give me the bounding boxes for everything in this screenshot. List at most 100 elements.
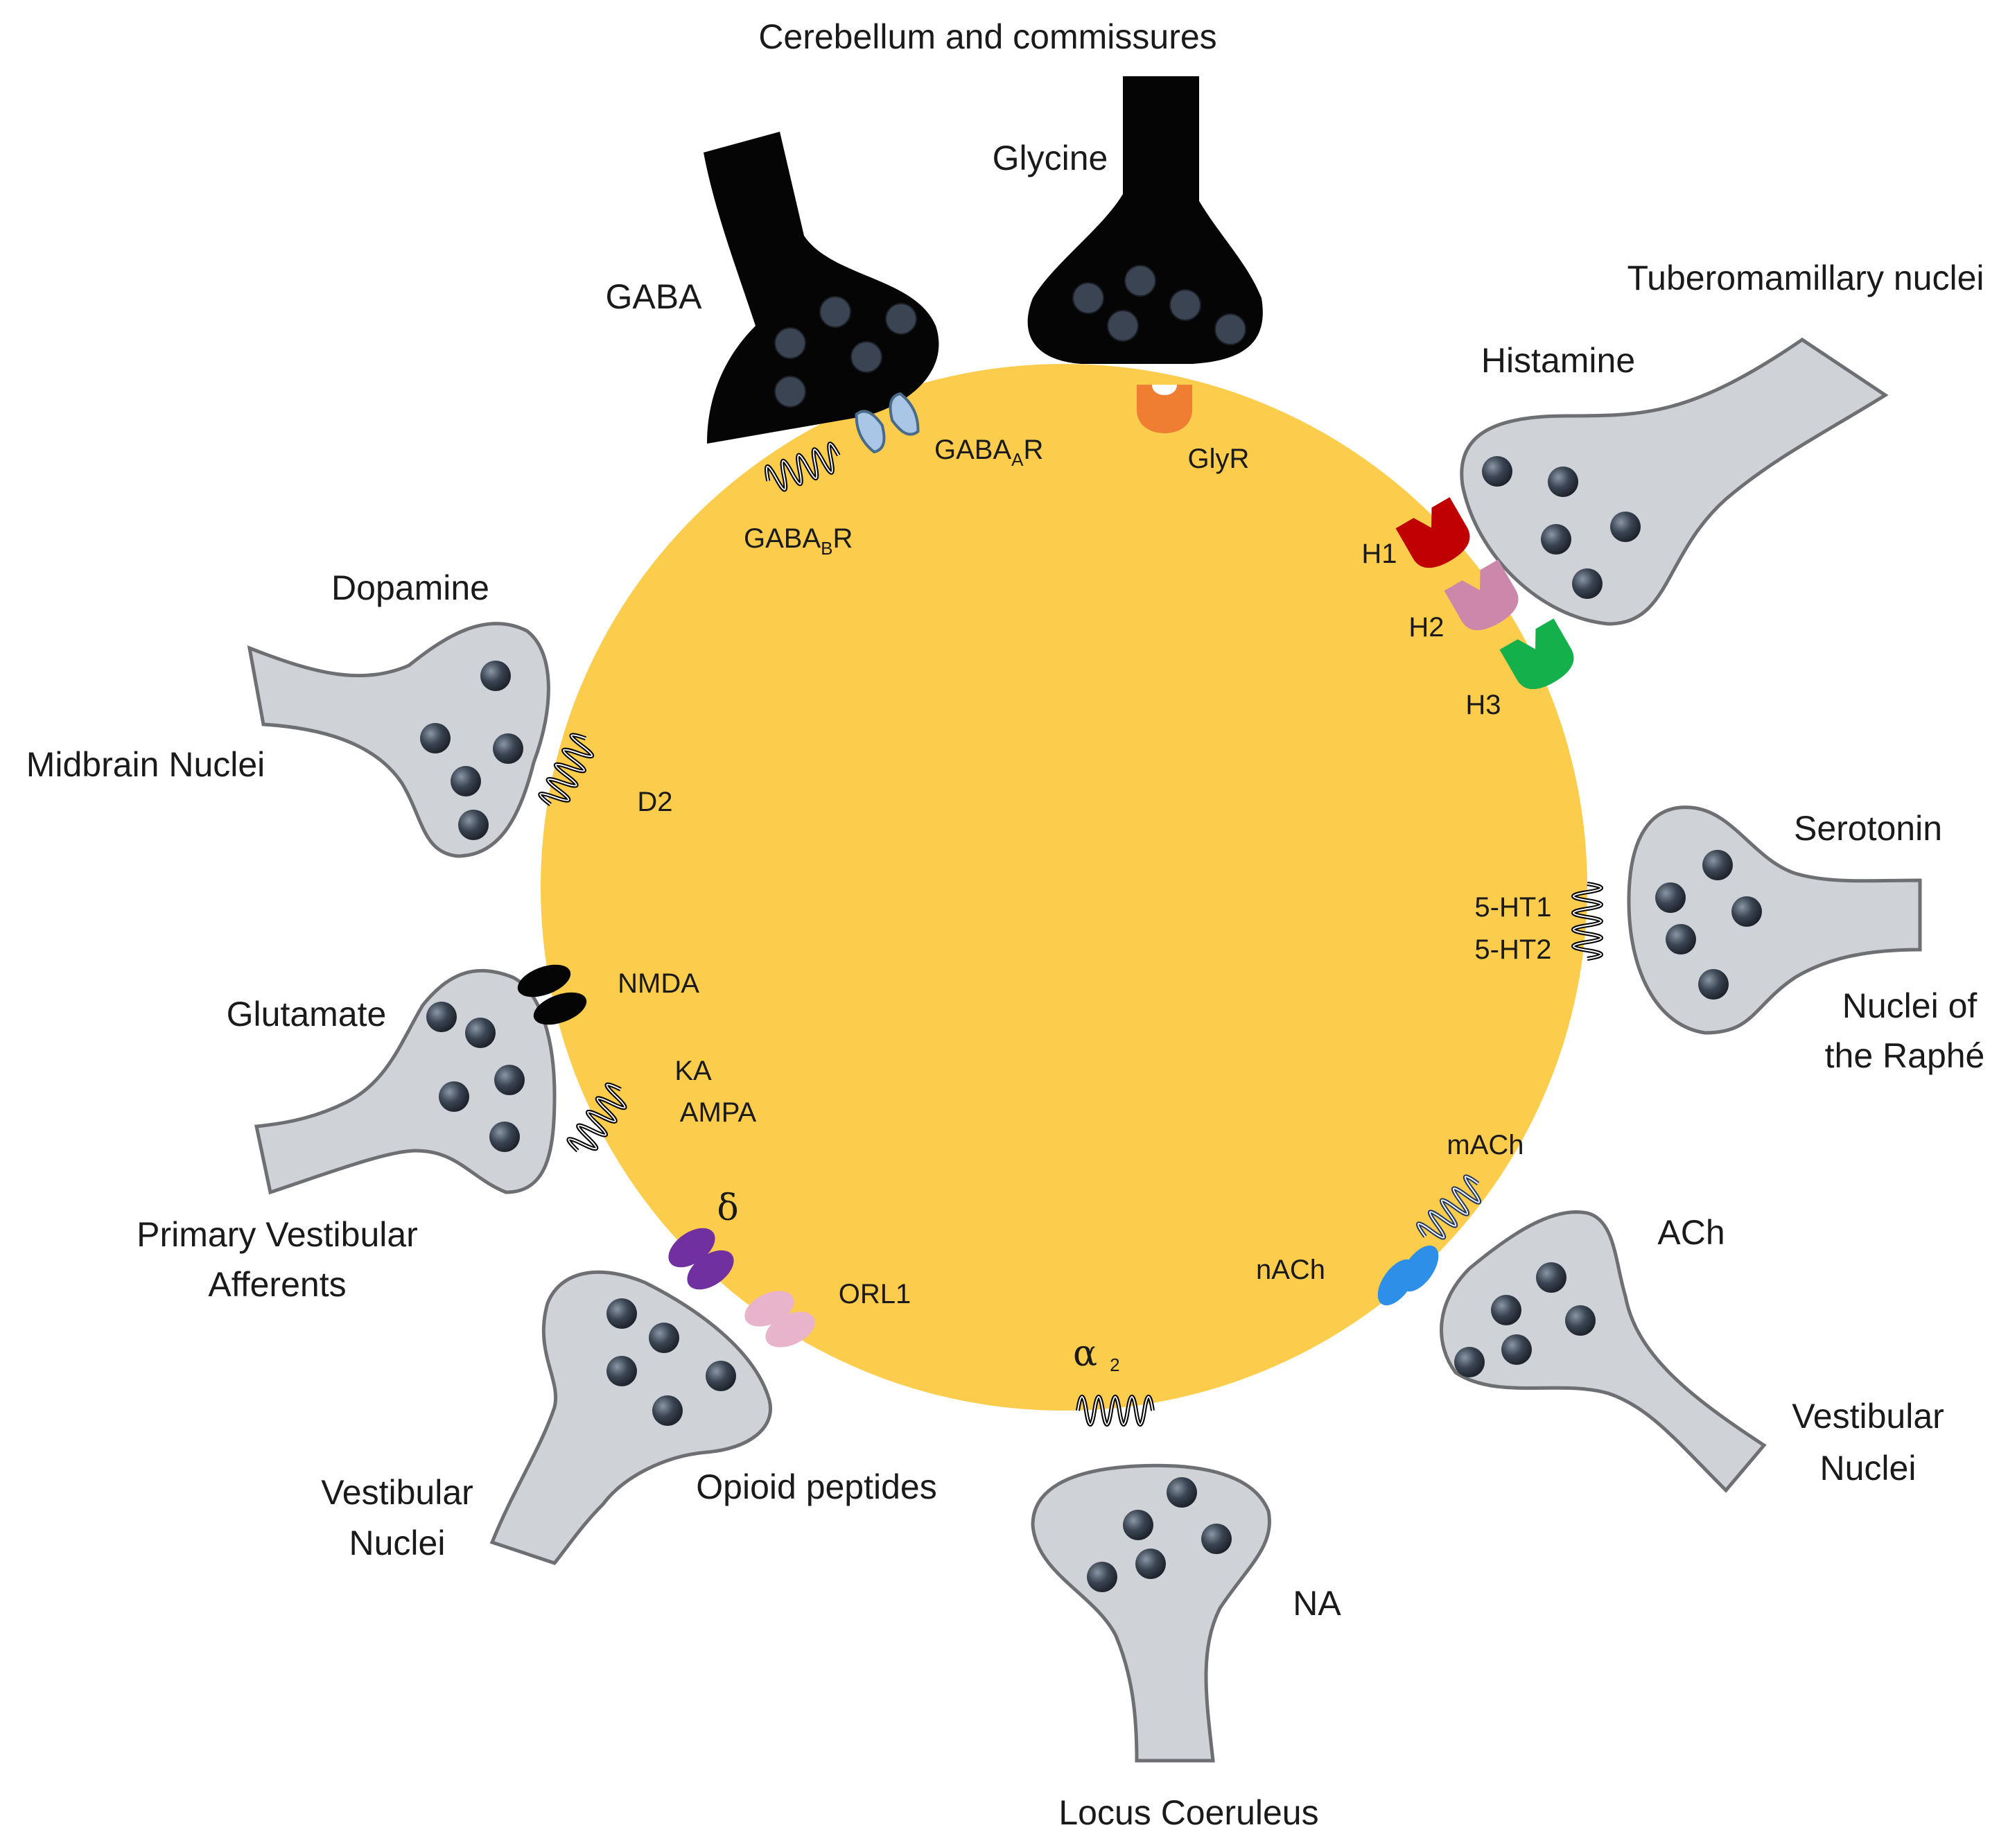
raphe-label-line1: Nuclei of [1842,986,1978,1025]
vesicle [1565,1305,1596,1336]
vesicle [1201,1524,1232,1554]
vestibular-right-line1: Vestibular [1792,1397,1944,1436]
glycine-terminal [1027,76,1263,364]
midbrain-label: Midbrain Nuclei [26,745,265,784]
vesicle [1167,1477,1197,1508]
vesicle [451,766,481,796]
vesicle [458,810,489,840]
vesicle [774,376,806,408]
tuberomamillary-label: Tuberomamillary nuclei [1627,259,1984,297]
vesicle [494,1065,525,1095]
h3-receptor [1499,618,1574,690]
vesicle [819,296,851,328]
glutamate-label: Glutamate [227,995,387,1034]
gabab-receptor [765,442,841,492]
h2-receptor [1444,559,1519,631]
vesicle [493,733,523,764]
vesicle [1214,313,1246,345]
vesicle [1107,310,1139,342]
vesicle [606,1298,637,1329]
vesicle [439,1081,469,1112]
vesicle [1124,265,1156,297]
vesicle [480,661,511,691]
vesicle [1541,524,1571,555]
vesicle [1169,289,1201,321]
primary-afferents-line2: Afferents [208,1265,346,1304]
glycine-label: Glycine [993,139,1108,177]
gaba-terminal [704,132,939,444]
5ht2-label: 5-HT2 [1474,934,1551,965]
gabab-label: GABABR [744,523,853,559]
vesicle [1702,850,1733,880]
cerebellum-label: Cerebellum and commissures [758,17,1216,56]
glyr-receptor [1137,385,1192,433]
gabaa-label: GABAAR [934,435,1043,470]
vesicle [465,1018,496,1048]
h1-receptor [1395,497,1470,568]
dopamine-terminal [247,622,550,858]
vesicle [1123,1510,1153,1540]
vesicle [420,723,451,753]
vesicle [1731,896,1762,927]
primary-afferents-line1: Primary Vestibular [137,1215,418,1254]
nmda-receptor [517,964,587,1025]
vestibular-left-line1: Vestibular [321,1473,473,1512]
vesicle [850,341,882,373]
histamine-terminal [1460,337,1889,626]
5ht-receptor [1571,882,1603,961]
nmda-label: NMDA [618,968,699,999]
ka-ampa-receptor [566,1082,627,1153]
vesicle [1655,882,1686,913]
vesicle [606,1356,637,1386]
vesicle [1501,1334,1532,1365]
vesicle [774,327,806,359]
vesicle [885,303,917,335]
glyr-label: GlyR [1188,444,1250,474]
gabaa-receptor [855,392,920,454]
vesicle [1572,568,1603,599]
opioid-label: Opioid peptides [696,1467,936,1506]
raphe-label-line2: the Raphé [1825,1036,1985,1075]
orl1-label: ORL1 [839,1279,911,1309]
vesicle [1482,456,1512,487]
serotonin-terminal [1627,805,1922,1035]
vesicle [1454,1347,1485,1377]
vesicle [1087,1562,1117,1592]
gaba-label: GABA [606,277,703,316]
h1-label: H1 [1361,539,1397,569]
nach-label: nACh [1256,1255,1325,1285]
5ht1-label: 5-HT1 [1474,892,1551,923]
h2-label: H2 [1408,612,1444,643]
ka-label: KA [674,1056,712,1086]
serotonin-label: Serotonin [1794,809,1942,848]
vestibular-right-line2: Nuclei [1820,1449,1917,1488]
locus-label: Locus Coeruleus [1058,1793,1318,1832]
vesicle [706,1361,736,1391]
glutamate-terminal [254,968,557,1195]
alpha2-receptor [1076,1395,1155,1427]
histamine-label: Histamine [1481,341,1635,380]
cell-body [541,364,1587,1411]
delta-receptor [668,1228,734,1290]
ach-label: ACh [1657,1213,1725,1252]
mach-receptor [1416,1174,1482,1240]
d2-label: D2 [637,787,672,817]
vesicle [1610,512,1641,542]
vesicle [426,1002,457,1032]
vesicle [1536,1262,1566,1293]
opioid-terminal [489,1270,772,1565]
delta-label: δ [717,1187,738,1229]
orl1-receptor [744,1291,815,1348]
vesicle [1491,1295,1521,1325]
vesicle [652,1395,683,1426]
vesicle [1135,1549,1166,1579]
mach-label: mACh [1447,1130,1524,1160]
na-label: NA [1293,1584,1341,1623]
h3-label: H3 [1465,690,1501,720]
d2-receptor [538,733,595,806]
vesicle [649,1323,679,1353]
ach-terminal [1440,1210,1767,1493]
ampa-label: AMPA [680,1097,757,1128]
